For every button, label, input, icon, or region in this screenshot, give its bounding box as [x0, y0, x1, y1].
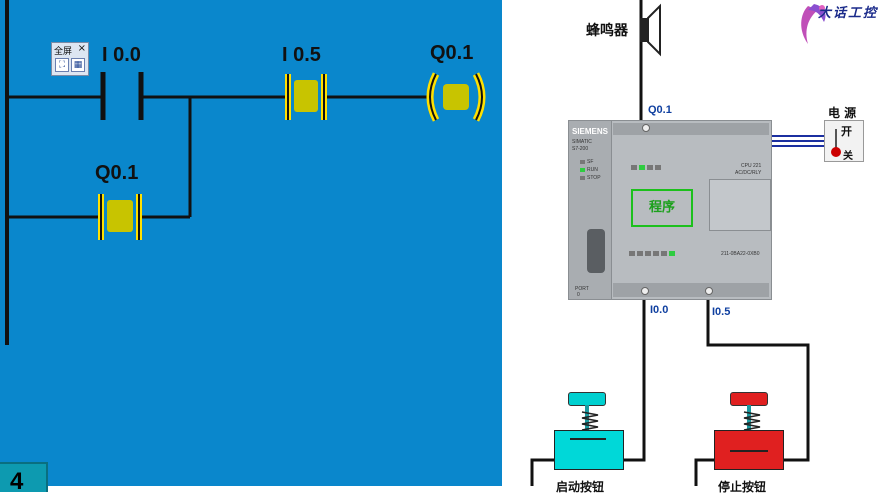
- contact-i00[interactable]: [100, 72, 144, 120]
- input-led-2-icon: [645, 251, 651, 256]
- q01-terminal-label: Q0.1: [648, 104, 672, 116]
- label-coil-q01: Q0.1: [430, 42, 474, 64]
- plc-status-run: RUN: [587, 167, 598, 173]
- output-led-0-icon: [631, 165, 637, 170]
- wire-common-stop: [694, 458, 714, 486]
- start-button-cap: [568, 392, 606, 406]
- plc-model-line1: SIMATIC: [572, 139, 592, 145]
- input-led-1-icon: [637, 251, 643, 256]
- wire-common-start: [530, 458, 554, 486]
- output-led-2-icon: [647, 165, 653, 170]
- switch-knob-icon: [831, 147, 841, 157]
- start-contact-bar-icon: [570, 438, 606, 440]
- plc-s7-200: SIEMENS SIMATIC S7-200 SF RUN STOP PORT …: [568, 120, 772, 300]
- expand-icon[interactable]: ⛶: [55, 58, 69, 72]
- top-terminal-strip: [613, 123, 769, 135]
- cpu-label-line2: AC/DC/RLY: [735, 170, 762, 176]
- start-button-body: [554, 430, 624, 470]
- q01-terminal-screw: [642, 124, 650, 132]
- coil-q01[interactable]: [426, 72, 486, 122]
- plc-brand: SIEMENS: [572, 127, 609, 136]
- stop-led-icon: [580, 176, 585, 180]
- stop-button-cap: [730, 392, 768, 406]
- grid-icon[interactable]: ▦: [71, 58, 85, 72]
- spring-icon: [743, 411, 761, 431]
- program-box[interactable]: 程序: [631, 189, 693, 227]
- spring-icon: [581, 411, 599, 431]
- input-led-0-icon: [629, 251, 635, 256]
- i05-terminal-screw: [705, 287, 713, 295]
- input-led-5-icon: [669, 251, 675, 256]
- watermark-text: 大话工控: [818, 6, 878, 21]
- wire-i05-stop: [706, 296, 810, 462]
- port-number: 0: [577, 292, 580, 298]
- contact-q01[interactable]: [98, 194, 142, 240]
- bottom-terminal-strip: [613, 283, 769, 297]
- label-i00: I 0.0: [102, 44, 141, 66]
- ladder-diagram-panel: I 0.0 I 0.5 Q0.1 Q0.1 全屏 × ⛶ ▦ 4: [0, 0, 502, 495]
- stop-button-label: 停止按钮: [718, 480, 767, 494]
- bird-logo-icon: [801, 4, 826, 44]
- run-led-icon: [580, 168, 585, 172]
- power-switch[interactable]: 开 关: [824, 120, 864, 162]
- i05-terminal-label: I0.5: [712, 306, 731, 318]
- fullscreen-widget: 全屏 × ⛶ ▦: [51, 42, 89, 76]
- contact-i05[interactable]: [285, 74, 327, 120]
- wiring-diagram-panel: 蜂鸣器 Q0.1 I0.0 I0.5 SIEMENS SIMATIC S7-20…: [502, 0, 876, 494]
- i00-terminal-screw: [641, 287, 649, 295]
- plc-cover-door: [709, 179, 771, 231]
- start-button-label: 启动按钮: [556, 480, 605, 494]
- label-contact-q01: Q0.1: [95, 162, 139, 184]
- switch-on-label: 开: [841, 125, 852, 138]
- label-i05: I 0.5: [282, 44, 321, 66]
- output-led-1-icon: [639, 165, 645, 170]
- cpu-label-line1: CPU 221: [741, 163, 762, 169]
- output-led-3-icon: [655, 165, 661, 170]
- serial-port-icon: [587, 229, 605, 273]
- plc-status-sf: SF: [587, 159, 594, 165]
- page-number-badge: 4: [0, 462, 48, 495]
- stop-contact-bar-icon: [730, 450, 768, 452]
- i00-terminal-label: I0.0: [650, 304, 669, 316]
- buzzer-icon: [640, 3, 661, 57]
- sf-led-icon: [580, 160, 585, 164]
- switch-off-label: 关: [843, 151, 853, 162]
- buzzer-label: 蜂鸣器: [586, 23, 628, 39]
- fullscreen-title: 全屏: [54, 47, 73, 57]
- switch-lever-icon: [835, 129, 837, 151]
- plc-part-number: 211-0BA22-0XB0: [721, 251, 760, 257]
- watermark-logo: 大话工控: [794, 0, 876, 54]
- plc-status-stop: STOP: [587, 175, 601, 181]
- input-led-3-icon: [653, 251, 659, 256]
- port-label: PORT: [575, 286, 589, 292]
- close-icon[interactable]: ×: [77, 43, 86, 54]
- input-led-4-icon: [661, 251, 667, 256]
- ladder-rungs: [5, 0, 486, 345]
- power-label: 电 源: [828, 106, 857, 120]
- wiring-lines: [530, 0, 824, 486]
- plc-model-line2: S7-200: [572, 146, 589, 152]
